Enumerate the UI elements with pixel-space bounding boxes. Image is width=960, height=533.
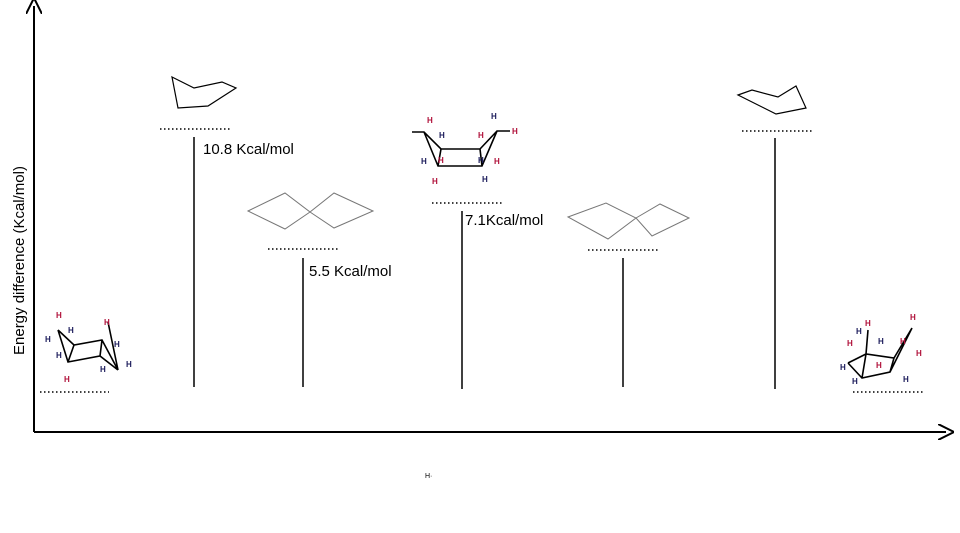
svg-text:H: H bbox=[865, 319, 871, 328]
chair-conformation-left: H H H H H H H H H bbox=[45, 311, 132, 384]
svg-text:H: H bbox=[45, 335, 51, 344]
svg-text:H: H bbox=[878, 337, 884, 346]
svg-text:H: H bbox=[439, 131, 445, 140]
svg-text:H: H bbox=[126, 360, 132, 369]
svg-text:H: H bbox=[916, 349, 922, 358]
energy-label-half-chair: 10.8 Kcal/mol bbox=[203, 141, 294, 158]
svg-text:H: H bbox=[852, 377, 858, 386]
svg-text:H: H bbox=[427, 116, 433, 125]
svg-text:H: H bbox=[114, 340, 120, 349]
y-axis-label: Energy difference (Kcal/mol) bbox=[11, 166, 28, 355]
svg-text:H: H bbox=[856, 327, 862, 336]
svg-text:H: H bbox=[68, 326, 74, 335]
svg-text:H: H bbox=[438, 156, 444, 165]
svg-text:H: H bbox=[903, 375, 909, 384]
svg-text:H: H bbox=[876, 361, 882, 370]
svg-text:H: H bbox=[512, 127, 518, 136]
svg-text:H: H bbox=[56, 311, 62, 320]
svg-text:H: H bbox=[910, 313, 916, 322]
energy-label-boat: 7.1Kcal/mol bbox=[465, 212, 543, 229]
svg-text:H: H bbox=[494, 157, 500, 166]
twist-boat-left-shape bbox=[246, 192, 375, 230]
half-chair-left-shape bbox=[171, 75, 238, 109]
svg-text:H: H bbox=[104, 318, 110, 327]
svg-text:H: H bbox=[900, 337, 906, 346]
svg-text:H: H bbox=[482, 175, 488, 184]
svg-text:H: H bbox=[491, 112, 497, 121]
svg-text:H: H bbox=[478, 131, 484, 140]
chair-conformation-right: H H H H H H H H H H H bbox=[840, 313, 922, 386]
boat-conformation: H H H H H H H H H H H bbox=[412, 112, 518, 186]
svg-text:H: H bbox=[64, 375, 70, 384]
half-chair-right-shape bbox=[736, 85, 807, 115]
footer-mark: H· bbox=[425, 473, 432, 480]
svg-text:H: H bbox=[432, 177, 438, 186]
svg-text:H: H bbox=[840, 363, 846, 372]
energy-label-twist-boat: 5.5 Kcal/mol bbox=[309, 263, 392, 280]
twist-boat-right-shape bbox=[566, 202, 691, 240]
svg-text:H: H bbox=[421, 157, 427, 166]
svg-text:H: H bbox=[478, 156, 484, 165]
svg-text:H: H bbox=[847, 339, 853, 348]
svg-text:H: H bbox=[100, 365, 106, 374]
svg-text:H: H bbox=[56, 351, 62, 360]
